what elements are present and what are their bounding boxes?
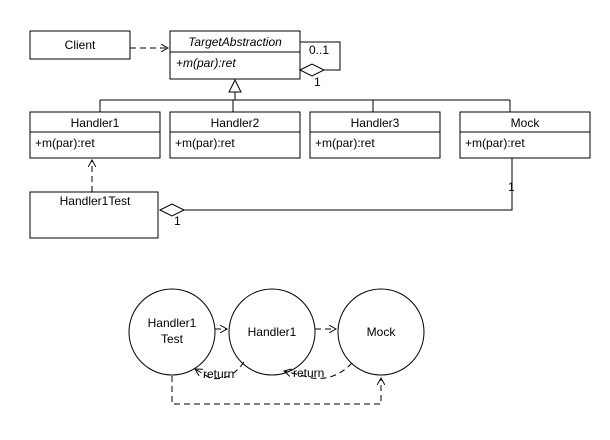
handler3-class: Handler3 +m(par):ret [309, 111, 441, 159]
target-abstraction-method: +m(par):ret [176, 56, 236, 70]
handler1-node [228, 288, 316, 376]
return-label-1: return [203, 367, 234, 381]
handler1-class: Handler1 +m(par):ret [29, 111, 161, 159]
client-class: Client [29, 30, 131, 60]
handler1test-node-line2: Test [161, 332, 184, 346]
mock-class: Mock +m(par):ret [459, 111, 591, 159]
handler3-name: Handler3 [351, 116, 400, 130]
return-arrow-1 [195, 361, 245, 380]
handler1-method: +m(par):ret [35, 136, 95, 150]
client-box [29, 30, 131, 60]
self-multiplicity-one: 1 [314, 75, 321, 89]
collaboration-diagram: Handler1 Test Handler1 Mock return retur… [128, 288, 425, 405]
handler3-box [309, 111, 441, 159]
mock-node [337, 288, 425, 376]
generalization-connectors [99, 78, 511, 112]
handler1test-node-line1: Handler1 [148, 316, 197, 330]
handler3-method: +m(par):ret [315, 136, 375, 150]
handler1-node-label: Handler1 [248, 325, 297, 339]
mock-node-label: Mock [367, 325, 397, 339]
self-multiplicity-range: 0..1 [309, 43, 329, 57]
mock-method: +m(par):ret [465, 136, 525, 150]
handler2-name: Handler2 [211, 116, 260, 130]
handler2-method: +m(par):ret [175, 136, 235, 150]
return-arrow-2 [284, 362, 353, 379]
target-abstraction-box [169, 30, 301, 80]
handler1test-name: Handler1Test [60, 194, 131, 208]
handler1test-class: Handler1Test [29, 191, 159, 239]
handler1-box [29, 111, 161, 159]
self-aggregation-line [300, 41, 341, 71]
setup-mock-arrow [171, 376, 381, 405]
client-name: Client [65, 38, 96, 52]
mock-aggregation-diamond-icon [158, 203, 186, 217]
handler1-name: Handler1 [71, 116, 120, 130]
handler2-box [169, 111, 301, 159]
target-abstraction-name: TargetAbstraction [188, 35, 282, 49]
handler1test-node [128, 288, 216, 376]
mock-aggregation-line [184, 158, 513, 211]
self-aggregation-diamond-icon [298, 63, 326, 77]
handler2-class: Handler2 +m(par):ret [169, 111, 301, 159]
return-label-2: return [293, 366, 324, 380]
mock-multiplicity-one: 1 [508, 180, 515, 194]
inheritance-triangle-icon [228, 78, 242, 93]
mock-box [459, 111, 591, 159]
target-abstraction-class: TargetAbstraction +m(par):ret [169, 30, 301, 80]
handler1test-box [29, 191, 159, 239]
mock-name: Mock [511, 116, 541, 130]
test-multiplicity-one: 1 [174, 214, 181, 228]
